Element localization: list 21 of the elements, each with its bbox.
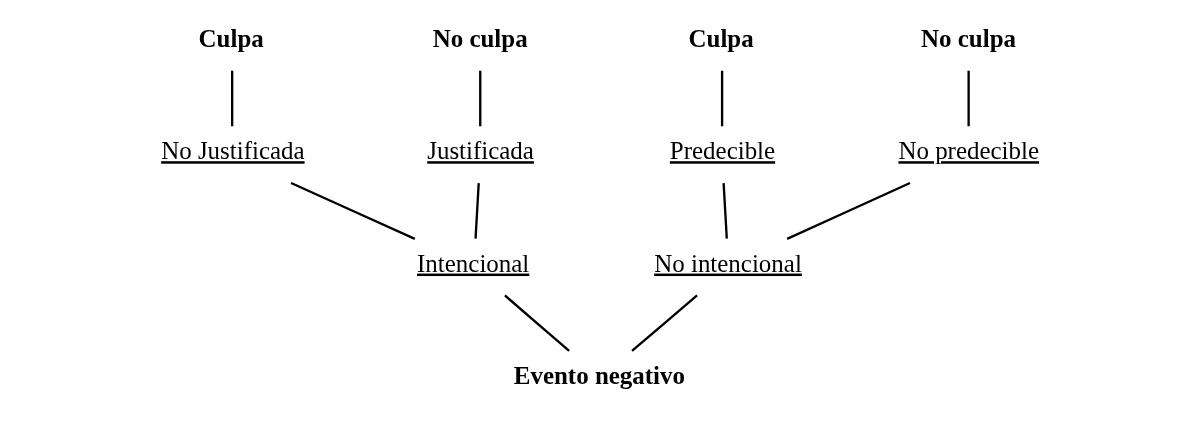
node-text: Evento negativo [513,361,685,389]
connector [504,294,570,352]
node-text: No culpa [432,24,528,52]
connector [720,70,724,127]
node-text: Culpa [688,24,754,52]
node-text: Culpa [198,24,264,52]
node-text: No Justificada [161,137,305,165]
node-text: No predecible [898,137,1040,165]
connector [231,70,234,127]
node-text: Intencional [417,249,530,277]
node-text: Justificada [427,137,534,165]
connector [631,294,698,352]
connector [479,70,482,127]
connector [722,183,728,239]
connector [290,181,416,240]
node-text: Predecible [669,137,776,165]
node-text: No culpa [921,24,1017,52]
node-text: No intencional [654,249,802,277]
connector [967,70,970,127]
connector [474,183,480,239]
connector [786,181,911,240]
